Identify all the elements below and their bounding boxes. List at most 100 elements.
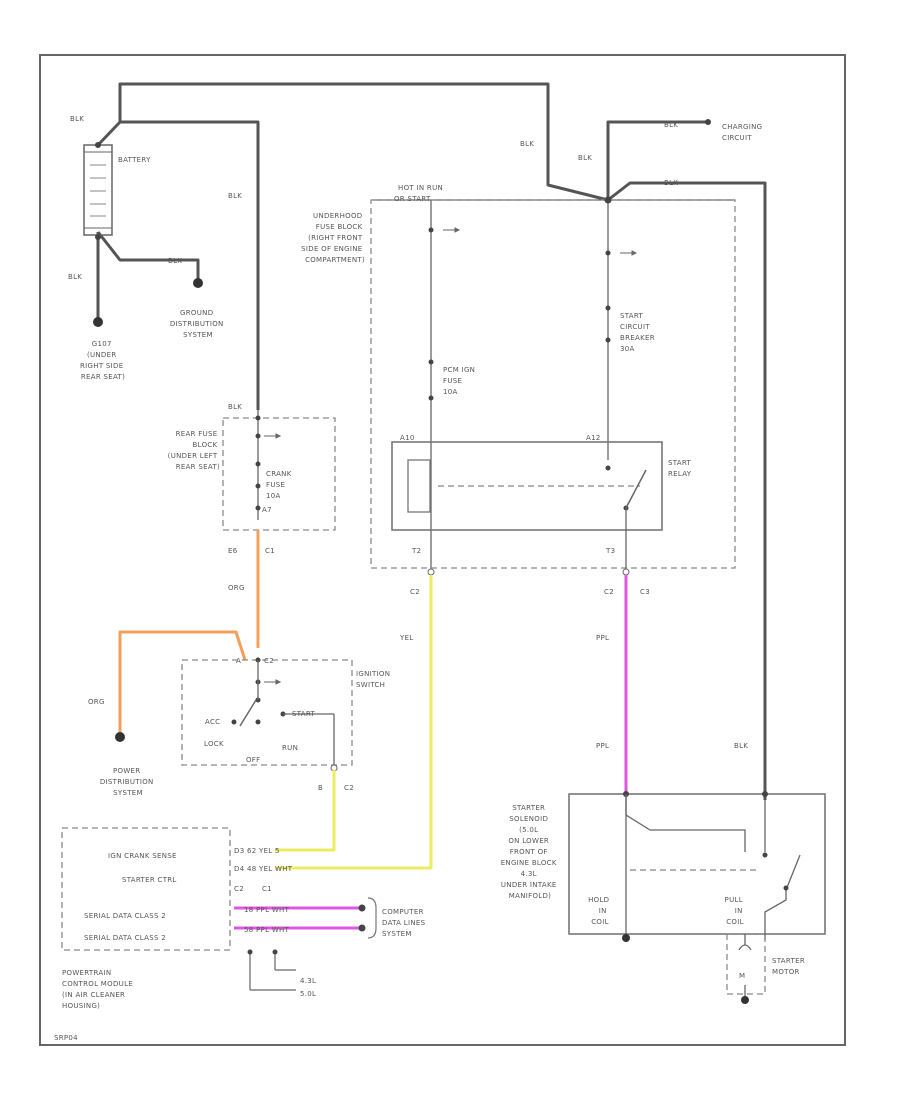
pcm-engine-note-2: 5.0L [300, 990, 316, 998]
ignition-arrow [264, 679, 282, 685]
ign-pin-a: A [236, 657, 241, 665]
ign-pin-c2: C2 [344, 784, 354, 792]
ignition-wiper [239, 699, 257, 727]
org-wire-label-down: ORG [228, 584, 245, 592]
pcm-row-starter-ctrl: STARTER CTRL [122, 876, 177, 884]
rear-fuse-pin-e6: E6 [228, 547, 238, 555]
relay-conn-t2 [427, 568, 435, 576]
fuse-feed-wire-color: BLK [228, 192, 242, 200]
pcm-row-serial-data-1: SERIAL DATA CLASS 2 [84, 912, 166, 920]
diagram-frame [39, 54, 846, 1046]
relay-conn-t3 [622, 568, 630, 576]
pcm-row-ign-crank-sense: IGN CRANK SENSE [108, 852, 177, 860]
pcm-pins-row-4: 58 PPL WHT [244, 926, 290, 934]
org-wire-power [118, 630, 247, 735]
pcm-ground-dot-1 [247, 949, 253, 955]
charging-arrow-dot [705, 119, 711, 125]
relay-pin-a12: A12 [586, 434, 601, 442]
relay-pin-a10: A10 [400, 434, 415, 442]
serial-data-end-2 [358, 924, 366, 932]
starter-motor-label: STARTER MOTOR [772, 957, 808, 976]
solenoid-contact-1 [762, 852, 768, 858]
relay-pin-t3: T3 [605, 547, 615, 555]
pcm-conn-c1: C1 [262, 885, 272, 893]
relay-conn-c2-left: C2 [410, 588, 420, 596]
hot-in-run-label: HOT IN RUN OR START [394, 184, 446, 203]
blk-motor-wire-label: BLK [734, 742, 748, 750]
ground-dist-wire-color: BLK [168, 257, 182, 265]
hold-in-ground [622, 934, 630, 942]
solenoid-blk-terminal [762, 791, 768, 797]
charging-circuit-label: CHARGING CIRCUIT [722, 123, 765, 142]
yel-wire-crank-sense [275, 770, 336, 852]
top-bus-right-wire-color: BLK [578, 154, 592, 162]
hold-in-coil-label: HOLD IN COIL [588, 896, 612, 926]
battery-label: BATTERY [118, 156, 151, 164]
rear-fuse-wire-color: BLK [228, 403, 242, 411]
pcm-ground-leads [249, 950, 296, 991]
rear-fuse-block-box [222, 417, 336, 531]
rear-fuse-block-label: REAR FUSE BLOCK (UNDER LEFT REAR SEAT) [168, 430, 220, 471]
start-circuit-breaker-label: START CIRCUIT BREAKER 30A [620, 312, 657, 353]
start-relay-box [391, 441, 663, 531]
top-bus-left-wire-color: BLK [520, 140, 534, 148]
pcm-ign-fuse-label: PCM IGN FUSE 10A [443, 366, 478, 396]
ign-pos-run: RUN [282, 744, 298, 752]
serial-data-end-1 [358, 904, 366, 912]
pcm-pins-row-2: D4 48 YEL WHT [234, 865, 293, 873]
starter-motor-ground [741, 996, 749, 1004]
ign-pos-lock: LOCK [204, 740, 224, 748]
relay-conn-c3: C3 [640, 588, 650, 596]
rear-fuse-arrow [264, 433, 282, 439]
rear-fuse-pin-c1: C1 [265, 547, 275, 555]
pcm-label: POWERTRAIN CONTROL MODULE (IN AIR CLEANE… [62, 969, 136, 1010]
ignition-switch-label: IGNITION SWITCH [356, 670, 393, 689]
relay-conn-c2-right: C2 [604, 588, 614, 596]
starter-solenoid-label: STARTER SOLENOID (5.0L ON LOWER FRONT OF… [501, 804, 560, 900]
ign-pin-c2-top: C2 [264, 657, 274, 665]
ign-pin-b: B [318, 784, 323, 792]
pull-in-coil-label: PULL IN COIL [725, 896, 746, 926]
pcm-row-serial-data-2: SERIAL DATA CLASS 2 [84, 934, 166, 942]
ignition-switch-box [181, 659, 353, 766]
ppl-wire-label-top: PPL [596, 634, 609, 642]
pcm-pins-row-1: D3 62 YEL 5 [234, 847, 280, 855]
ppl-wire-label-bottom: PPL [596, 742, 609, 750]
underhood-fuse-block-label: UNDERHOOD FUSE BLOCK (RIGHT FRONT SIDE O… [301, 212, 365, 264]
underhood-bus-dots [428, 227, 611, 401]
crank-fuse-label: CRANK FUSE 10A [266, 470, 294, 500]
power-distribution-label: POWER DISTRIBUTION SYSTEM [100, 767, 156, 797]
relay-pin-t2: T2 [411, 547, 421, 555]
yel-wire-label: YEL [399, 634, 414, 642]
pcm-box [61, 827, 231, 951]
solenoid-contact-2 [783, 885, 789, 891]
motor-winding [738, 944, 752, 951]
ground-g107-symbol [93, 317, 103, 327]
solenoid-internal [625, 794, 801, 940]
starter-feed-wire-color: BLK [664, 179, 678, 187]
rear-fuse-dots [255, 415, 261, 511]
relay-switch-arm [625, 469, 647, 509]
splice-dot [604, 196, 612, 204]
relay-contact-top [605, 465, 611, 471]
pcm-engine-note-1: 4.3L [300, 977, 316, 985]
computer-data-bracket [367, 897, 377, 939]
ign-pos-acc: ACC [205, 718, 220, 726]
rear-fuse-pin-a7: A7 [262, 506, 272, 514]
computer-data-lines-label: COMPUTER DATA LINES SYSTEM [382, 908, 428, 938]
charging-wire-color: BLK [664, 121, 678, 129]
battery-top-wire-color: BLK [70, 115, 84, 123]
ground-distribution-symbol [193, 278, 203, 288]
starter-motor-box [726, 933, 766, 995]
ground-g107-label: G107 (UNDER RIGHT SIDE REAR SEAT) [80, 340, 126, 381]
power-distribution-symbol [115, 732, 125, 742]
underhood-fuse-block-box [370, 199, 736, 569]
starter-solenoid-box [568, 793, 826, 935]
start-relay-coil [407, 459, 431, 513]
yel-wire-starter-ctrl [275, 575, 433, 870]
start-relay-label: START RELAY [668, 459, 694, 478]
battery [83, 142, 113, 240]
pcm-conn-c2: C2 [234, 885, 244, 893]
ground-distribution-label: GROUND DISTRIBUTION SYSTEM [170, 309, 226, 339]
